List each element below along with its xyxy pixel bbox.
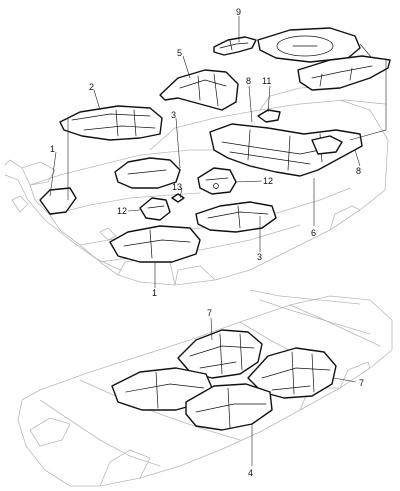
callout-12-right: 12 <box>263 176 273 186</box>
part-11-pad <box>257 109 281 123</box>
part-6-rear-cross-member <box>209 123 363 177</box>
part-2-floor-panel <box>59 105 163 141</box>
part-1-front-floor-pan <box>109 157 277 263</box>
callout-4: 4 <box>248 468 253 478</box>
upper-body-frame-outline <box>4 85 389 286</box>
callout-1-bottom: 1 <box>152 288 157 298</box>
part-7-rear-floor-right <box>247 347 337 399</box>
callout-1-left: 1 <box>50 144 55 154</box>
part-13-bolt <box>171 193 185 203</box>
part-7-rear-floor-left <box>177 329 263 379</box>
callout-9: 9 <box>236 7 241 17</box>
callout-3-right: 3 <box>257 252 262 262</box>
part-12-tunnel-brace-lower <box>139 197 171 221</box>
part-5-floor-panel <box>159 69 239 111</box>
callout-labels: 9 5 2 8 11 3 1 8 13 12 12 6 3 1 7 7 4 <box>50 7 364 478</box>
callout-5: 5 <box>177 48 182 58</box>
callout-3-top: 3 <box>171 110 176 120</box>
callout-6: 6 <box>311 228 316 238</box>
callout-13: 13 <box>172 182 182 192</box>
part-1-side-sill-left <box>39 187 77 215</box>
callout-8-top: 8 <box>246 76 251 86</box>
part-4-front-floor-pan <box>111 367 273 431</box>
callout-8-right: 8 <box>356 166 361 176</box>
callout-7-top: 7 <box>207 308 212 318</box>
upper-leader-lines <box>49 16 387 288</box>
part-rear-floor-tire-pan <box>257 27 391 91</box>
callout-11: 11 <box>262 76 271 86</box>
lower-leader-lines <box>210 317 357 466</box>
part-12-tunnel-brace-upper <box>197 167 237 195</box>
callout-7-right: 7 <box>359 378 364 388</box>
callout-12-left: 12 <box>117 206 127 216</box>
part-9-bracket <box>213 36 257 56</box>
callout-2: 2 <box>89 82 94 92</box>
